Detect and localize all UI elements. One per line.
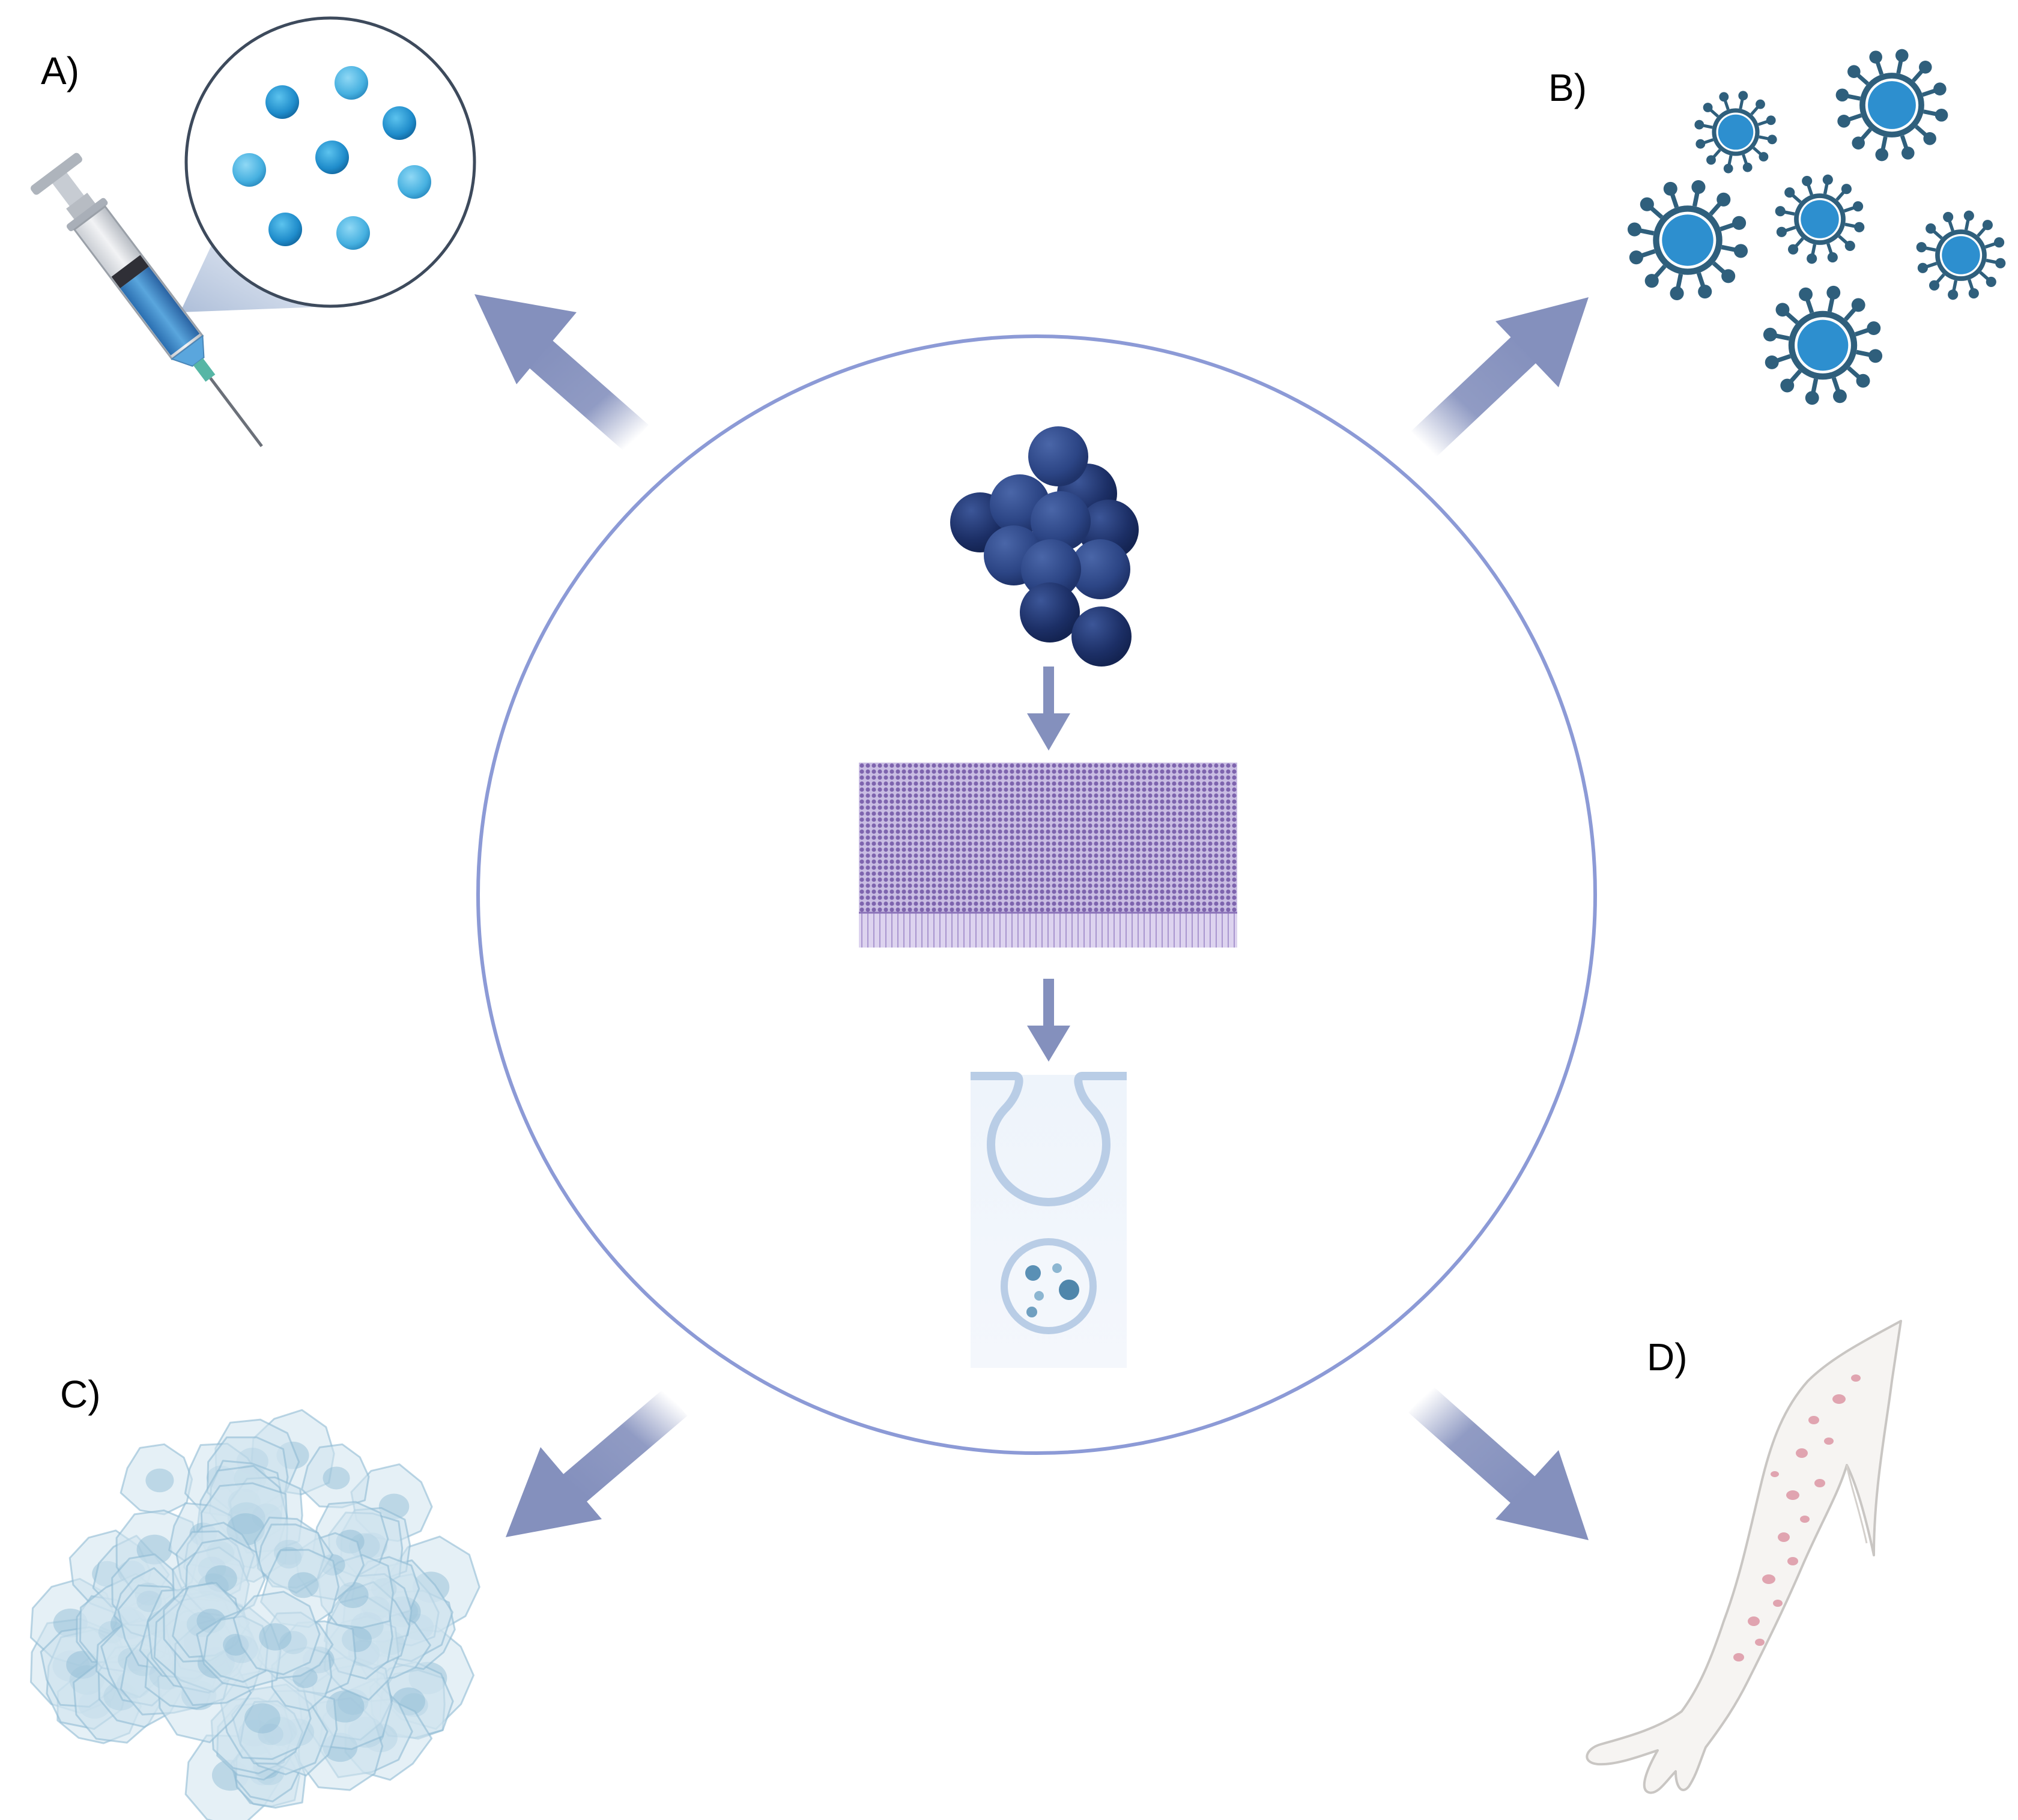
arm-with-rash-icon bbox=[1586, 1320, 1902, 1794]
virus-particle bbox=[1694, 91, 1777, 174]
virus-particle bbox=[1835, 49, 1948, 162]
cell-cluster-icon bbox=[29, 1409, 480, 1820]
arrow-to-c bbox=[506, 1388, 688, 1537]
label-d: D) bbox=[1647, 1335, 1688, 1379]
virus-particles-icon bbox=[1627, 49, 2006, 405]
center-arrow-2 bbox=[1027, 979, 1070, 1062]
virus-particle bbox=[1775, 174, 1865, 264]
syringe-with-particles-icon bbox=[31, 16, 476, 447]
arrow-to-d bbox=[1408, 1385, 1589, 1540]
label-c: C) bbox=[60, 1373, 101, 1416]
label-a: A) bbox=[41, 49, 79, 92]
arrow-to-b bbox=[1411, 297, 1589, 458]
label-b: B) bbox=[1548, 66, 1587, 109]
organ-on-chip-icon bbox=[971, 1072, 1127, 1368]
virus-particle bbox=[1627, 180, 1748, 301]
cell bbox=[301, 1443, 370, 1508]
center-arrow-1 bbox=[1027, 667, 1070, 751]
cell bbox=[232, 1591, 321, 1675]
central-circle bbox=[476, 334, 1597, 1455]
virus-particle bbox=[1763, 285, 1883, 405]
virus-particle bbox=[1916, 210, 2006, 300]
cell bbox=[120, 1443, 193, 1516]
arrow-to-a bbox=[474, 294, 649, 452]
membrane-layer-icon bbox=[859, 763, 1237, 948]
sphere-cluster-icon bbox=[950, 426, 1139, 667]
